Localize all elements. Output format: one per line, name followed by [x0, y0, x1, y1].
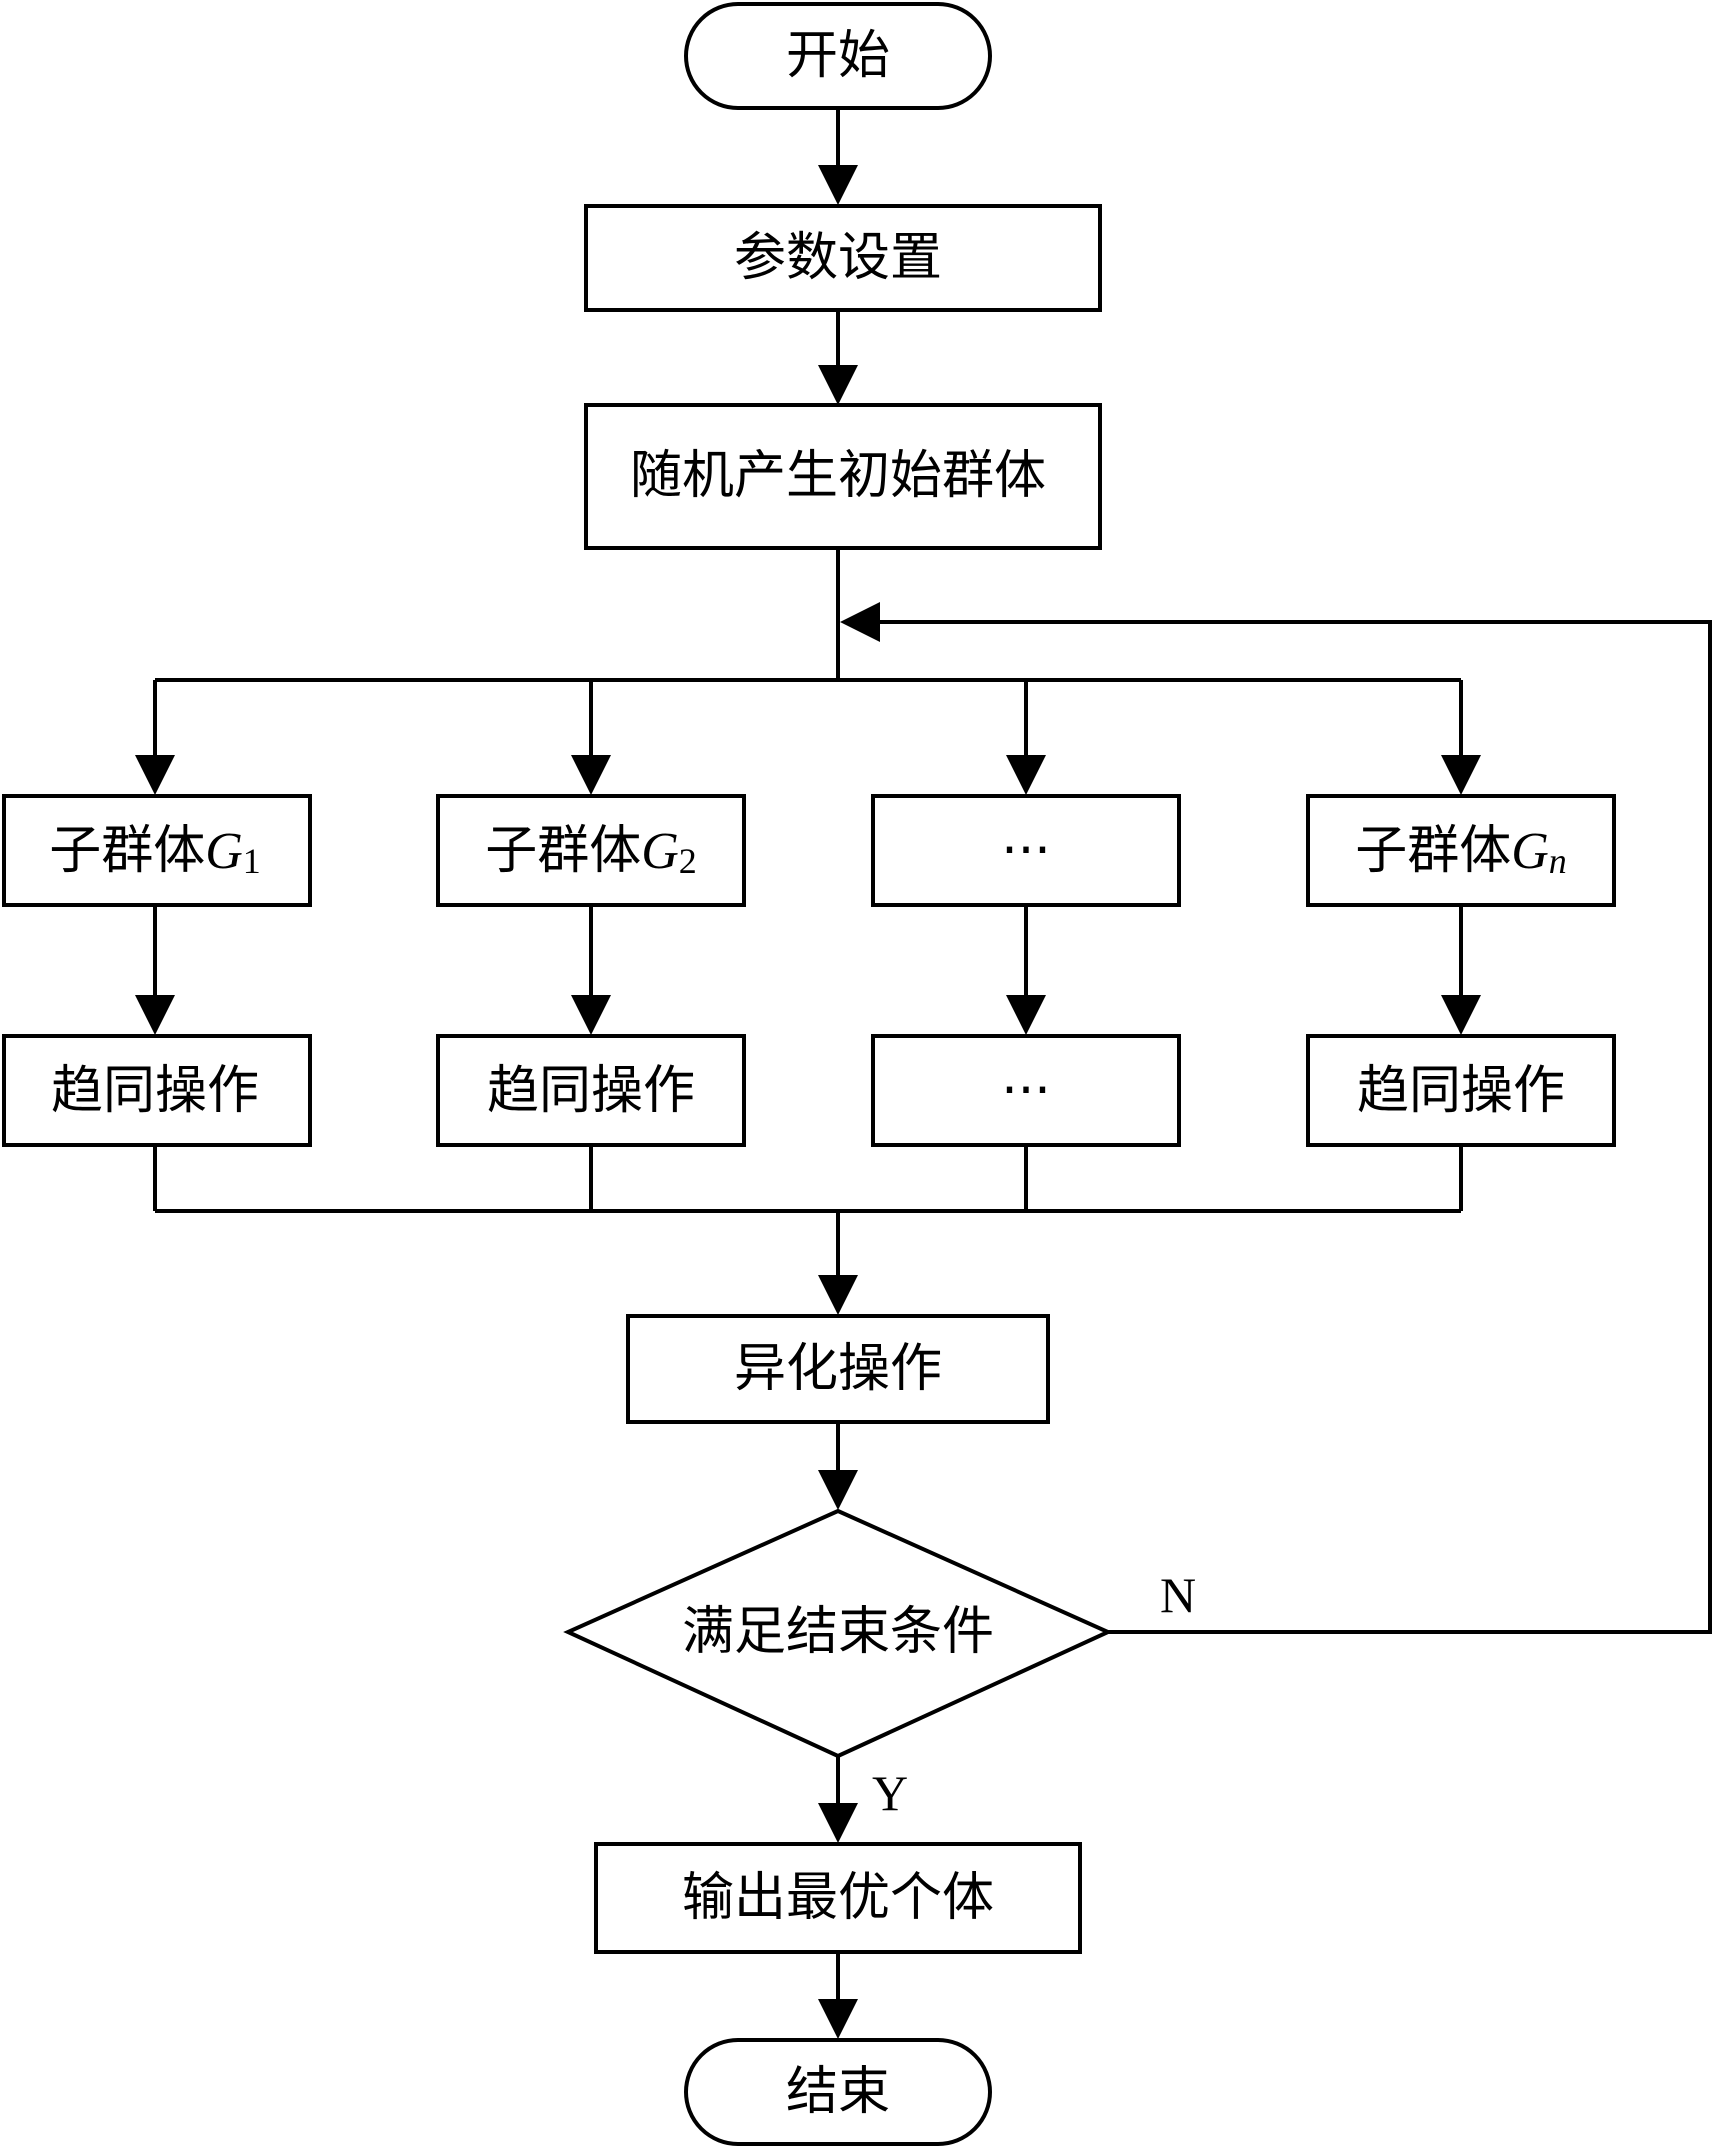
edge-label-yes: Y: [872, 1765, 908, 1821]
arrowhead-icon: [571, 755, 611, 795]
arrowhead-icon: [818, 365, 858, 405]
condition-label: 满足结束条件: [682, 1602, 994, 1662]
start-label: 开始: [786, 26, 890, 86]
condition-node: 满足结束条件: [563, 1508, 1113, 1759]
params-label: 参数设置: [734, 228, 942, 288]
convergence-label-n: 趋同操作: [1357, 1061, 1565, 1121]
output-label: 输出最优个体: [682, 1868, 994, 1928]
arrowhead-icon: [135, 995, 175, 1035]
arrowhead-icon: [1441, 755, 1481, 795]
connectors: [135, 108, 1712, 2039]
convergence-node-2: 趋同操作: [436, 1034, 746, 1147]
end-label: 结束: [786, 2062, 890, 2122]
arrowhead-icon: [135, 755, 175, 795]
arrowhead-icon: [818, 1803, 858, 1843]
dissimilation-label: 异化操作: [734, 1339, 942, 1399]
arrowhead-icon: [1006, 995, 1046, 1035]
arrowhead-icon: [840, 602, 880, 642]
edge-label-no: N: [1160, 1567, 1196, 1623]
convergence-node-n: 趋同操作: [1306, 1034, 1616, 1147]
convergence-label-ellipsis: ···: [1001, 1061, 1051, 1121]
arrowhead-icon: [1006, 755, 1046, 795]
init-node: 随机产生初始群体: [584, 403, 1102, 550]
convergence-label-2: 趋同操作: [487, 1061, 695, 1121]
subpop-label-1: 子群体G1: [49, 821, 261, 881]
arrowhead-icon: [571, 995, 611, 1035]
init-label: 随机产生初始群体: [630, 446, 1046, 506]
end-node: 结束: [684, 2038, 992, 2146]
edge-condition-loop: [878, 620, 1712, 1634]
subpop-label-2: 子群体G2: [485, 821, 697, 881]
convergence-label-1: 趋同操作: [51, 1061, 259, 1121]
output-node: 输出最优个体: [594, 1842, 1082, 1954]
arrowhead-icon: [818, 165, 858, 205]
arrowhead-icon: [818, 1999, 858, 2039]
subpop-node-1: 子群体G1: [2, 794, 312, 907]
start-node: 开始: [684, 2, 992, 110]
subpop-node-2: 子群体G2: [436, 794, 746, 907]
subpop-node-ellipsis: ···: [871, 794, 1181, 907]
convergence-node-1: 趋同操作: [2, 1034, 312, 1147]
params-node: 参数设置: [584, 204, 1102, 312]
arrowhead-icon: [818, 1470, 858, 1510]
arrowhead-icon: [818, 1275, 858, 1315]
subpop-node-n: 子群体Gn: [1306, 794, 1616, 907]
subpop-label-ellipsis: ···: [1001, 821, 1051, 881]
convergence-node-ellipsis: ···: [871, 1034, 1181, 1147]
arrowhead-icon: [1441, 995, 1481, 1035]
dissimilation-node: 异化操作: [626, 1314, 1050, 1424]
subpop-label-n: 子群体Gn: [1355, 821, 1567, 881]
